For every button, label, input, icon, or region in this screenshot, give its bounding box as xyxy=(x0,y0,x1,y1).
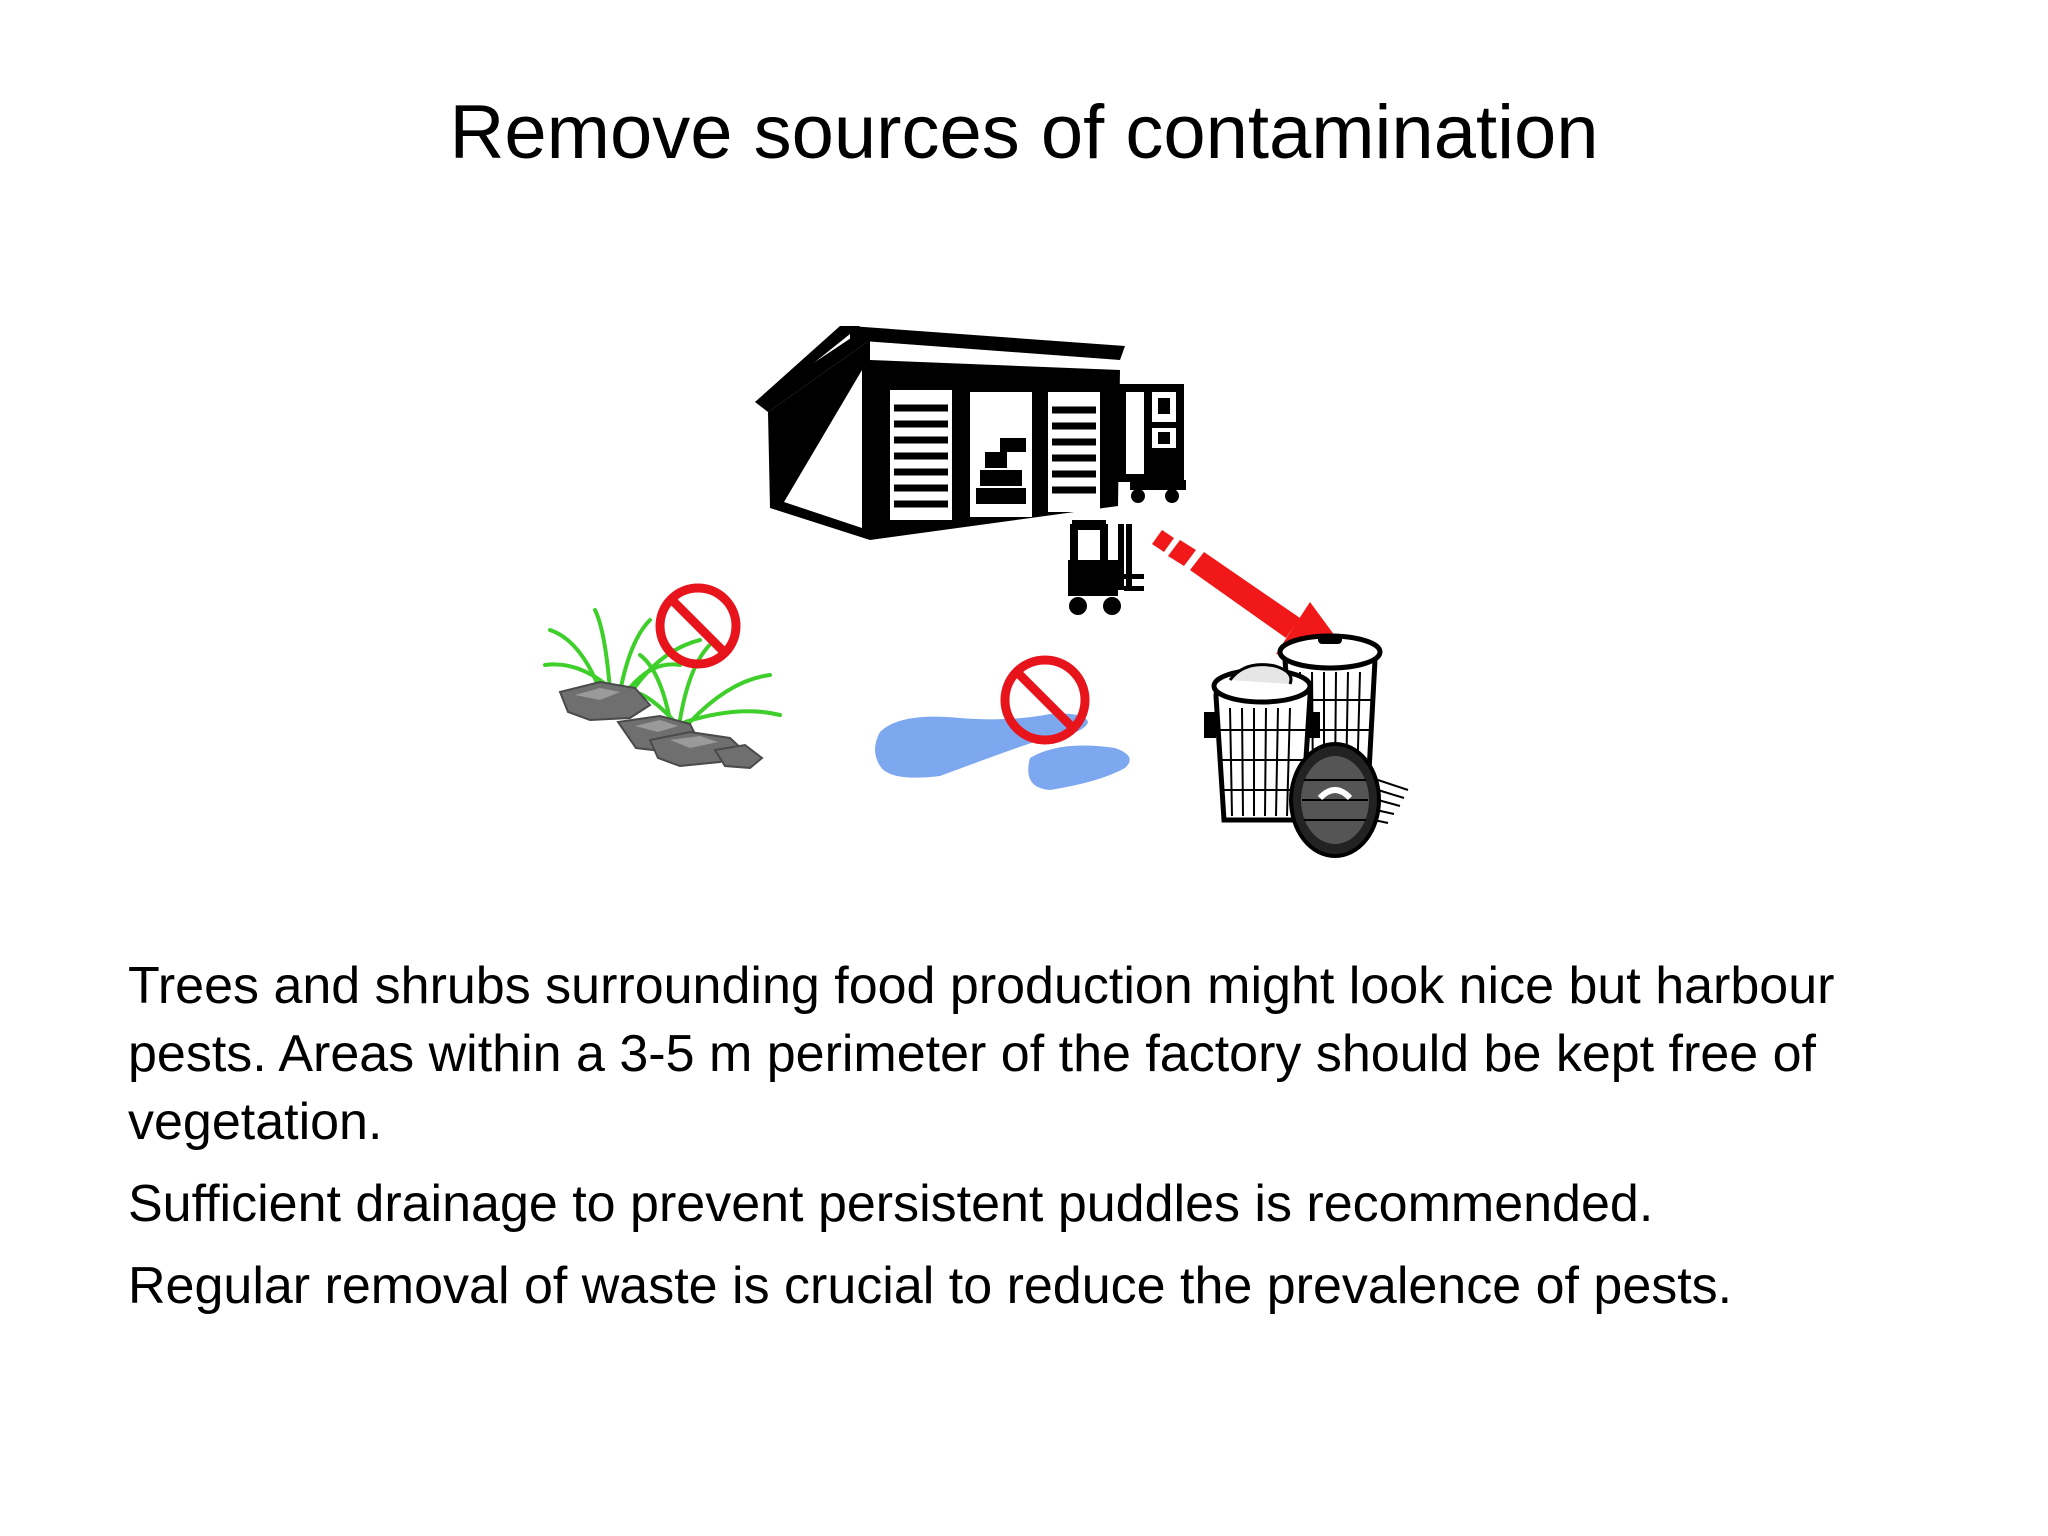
bullet-drainage: Sufficient drainage to prevent persisten… xyxy=(128,1175,1654,1233)
contamination-illustration xyxy=(543,326,1409,858)
truck-icon xyxy=(1118,384,1186,503)
prohibited-sign-icon xyxy=(1000,655,1090,745)
bullet-waste: Regular removal of waste is crucial to r… xyxy=(128,1257,1733,1315)
bullet-list: Trees and shrubs surrounding food produc… xyxy=(128,952,1948,1334)
prohibited-sign-icon xyxy=(655,583,741,669)
factory-building-icon xyxy=(755,326,1125,540)
puddle-icon xyxy=(875,713,1130,790)
forklift-icon xyxy=(1068,520,1144,615)
trash-cans-icon xyxy=(1204,633,1409,858)
bullet-vegetation: Trees and shrubs surrounding food produc… xyxy=(128,957,1835,1151)
slide-title: Remove sources of contamination xyxy=(449,90,1599,175)
